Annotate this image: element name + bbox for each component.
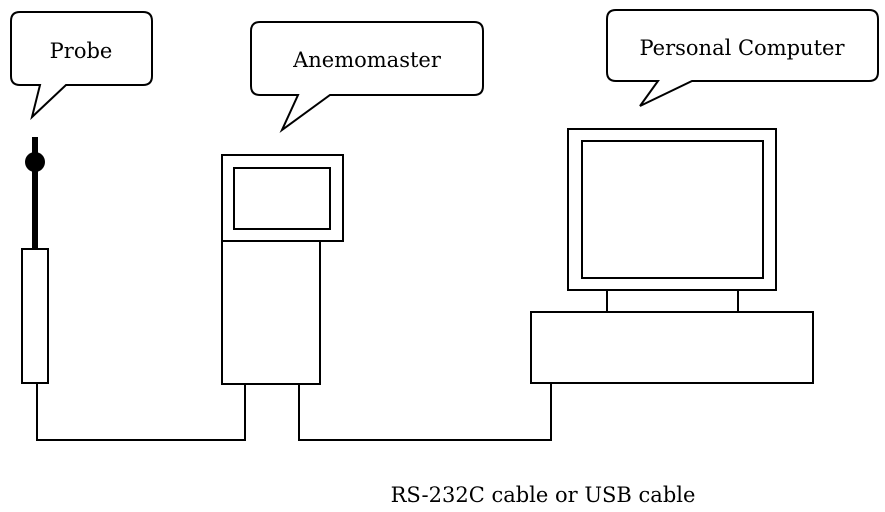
anemomaster-display	[233, 167, 331, 230]
anemomaster-callout-bubble	[250, 21, 484, 134]
probe-device	[21, 137, 49, 384]
computer-callout: Personal Computer	[606, 9, 879, 107]
probe-handle	[21, 248, 49, 384]
probe-callout-bubble	[10, 11, 153, 121]
probe-sensor-head	[25, 152, 45, 172]
anemomaster-to-computer-cable	[298, 384, 552, 441]
anemomaster-device	[221, 154, 344, 385]
anemomaster-callout: Anemomaster	[250, 21, 484, 134]
probe-callout-label: Probe	[50, 39, 113, 63]
cable-caption: RS-232C cable or USB cable	[391, 483, 696, 507]
anemomaster-body	[221, 240, 321, 385]
probe-rod	[32, 137, 38, 249]
personal-computer	[530, 128, 814, 384]
probe-callout: Probe	[10, 11, 153, 121]
monitor-screen	[581, 140, 764, 279]
monitor-stand	[606, 289, 739, 313]
computer-callout-bubble	[606, 9, 879, 107]
probe-to-anemomaster-cable	[36, 384, 246, 441]
computer-base-unit	[530, 311, 814, 384]
anemomaster-callout-label: Anemomaster	[292, 48, 442, 72]
computer-callout-label: Personal Computer	[639, 36, 845, 60]
